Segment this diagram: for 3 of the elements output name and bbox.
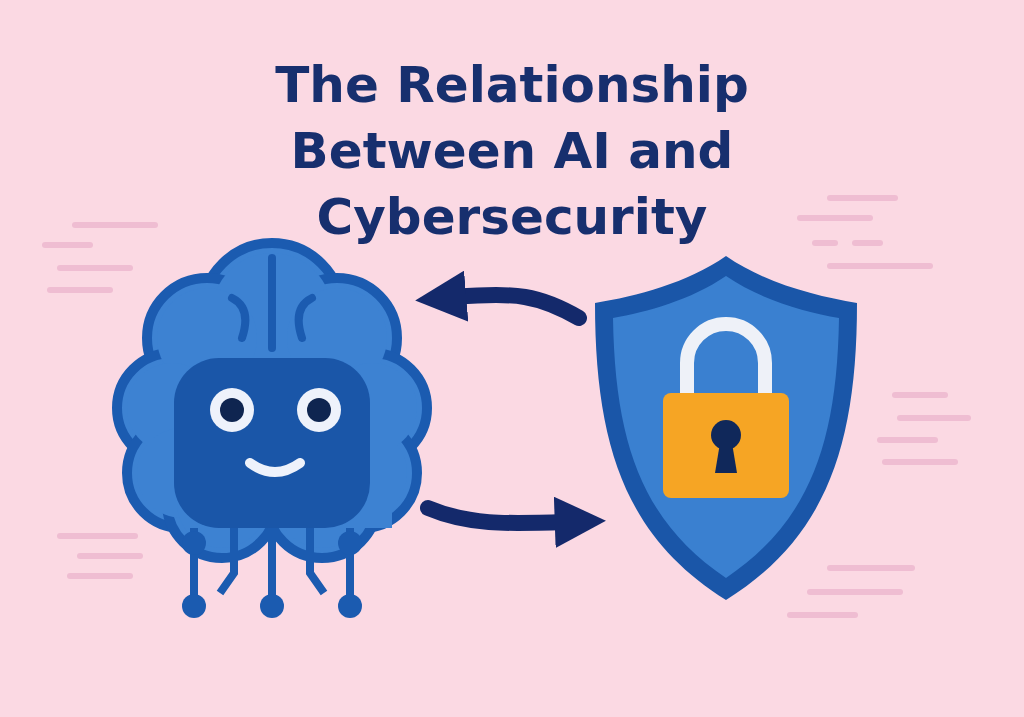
arrow xyxy=(415,270,587,326)
arrow xyxy=(420,496,606,548)
title: The Relationship Between AI and Cybersecurity xyxy=(274,55,750,248)
